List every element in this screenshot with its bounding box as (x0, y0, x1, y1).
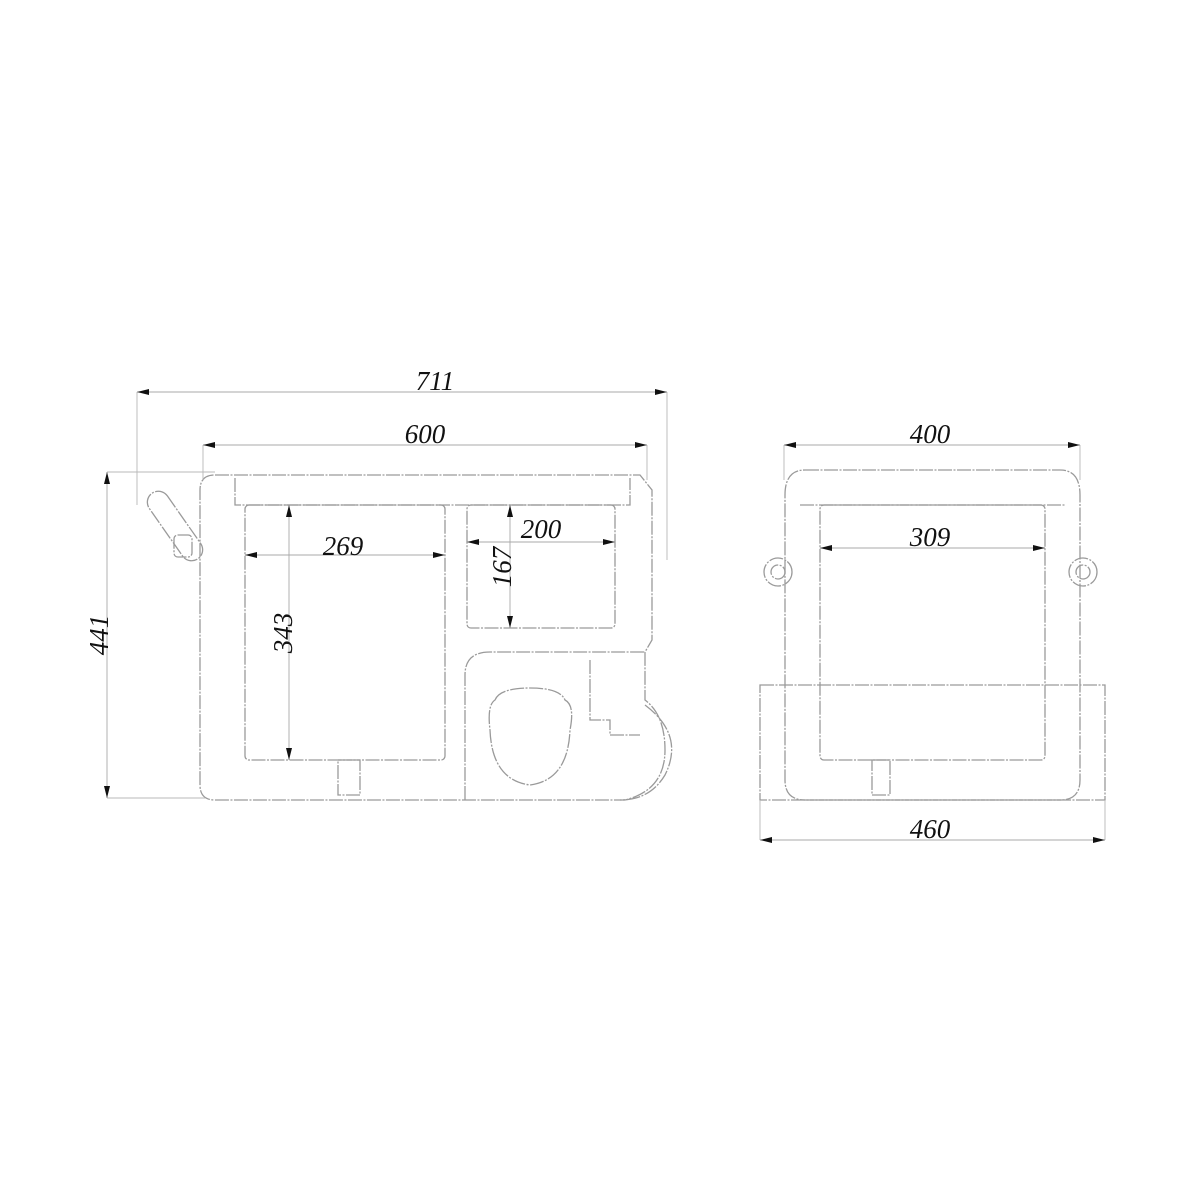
dim-167: 167 (487, 545, 517, 587)
right-handle-icon (1068, 557, 1098, 587)
dim-269: 269 (323, 531, 364, 561)
dim-711: 711 (416, 366, 455, 396)
body-outline (199, 474, 666, 801)
foot (871, 759, 891, 796)
left-handle-icon (763, 557, 793, 587)
small-compartment (466, 504, 616, 629)
dim-460: 460 (910, 814, 951, 844)
lid-line (234, 478, 631, 506)
dim-309: 309 (909, 522, 951, 552)
front-view: 400 309 460 (759, 419, 1106, 844)
dim-441: 441 (84, 615, 114, 656)
dim-600: 600 (405, 419, 446, 449)
machine-bay (464, 651, 645, 800)
foot (337, 759, 361, 796)
main-compartment (244, 504, 446, 761)
handle-icon (146, 490, 204, 562)
vent-panel (589, 660, 640, 736)
base (759, 684, 1106, 801)
side-view: 711 600 441 269 343 200 167 (84, 366, 673, 801)
dim-200: 200 (521, 514, 562, 544)
wheel-arc (619, 704, 673, 801)
inner-compartment (819, 504, 1046, 761)
dim-400: 400 (910, 419, 951, 449)
dim-343: 343 (268, 613, 298, 655)
compressor (488, 687, 573, 786)
body-outline (784, 469, 1081, 801)
